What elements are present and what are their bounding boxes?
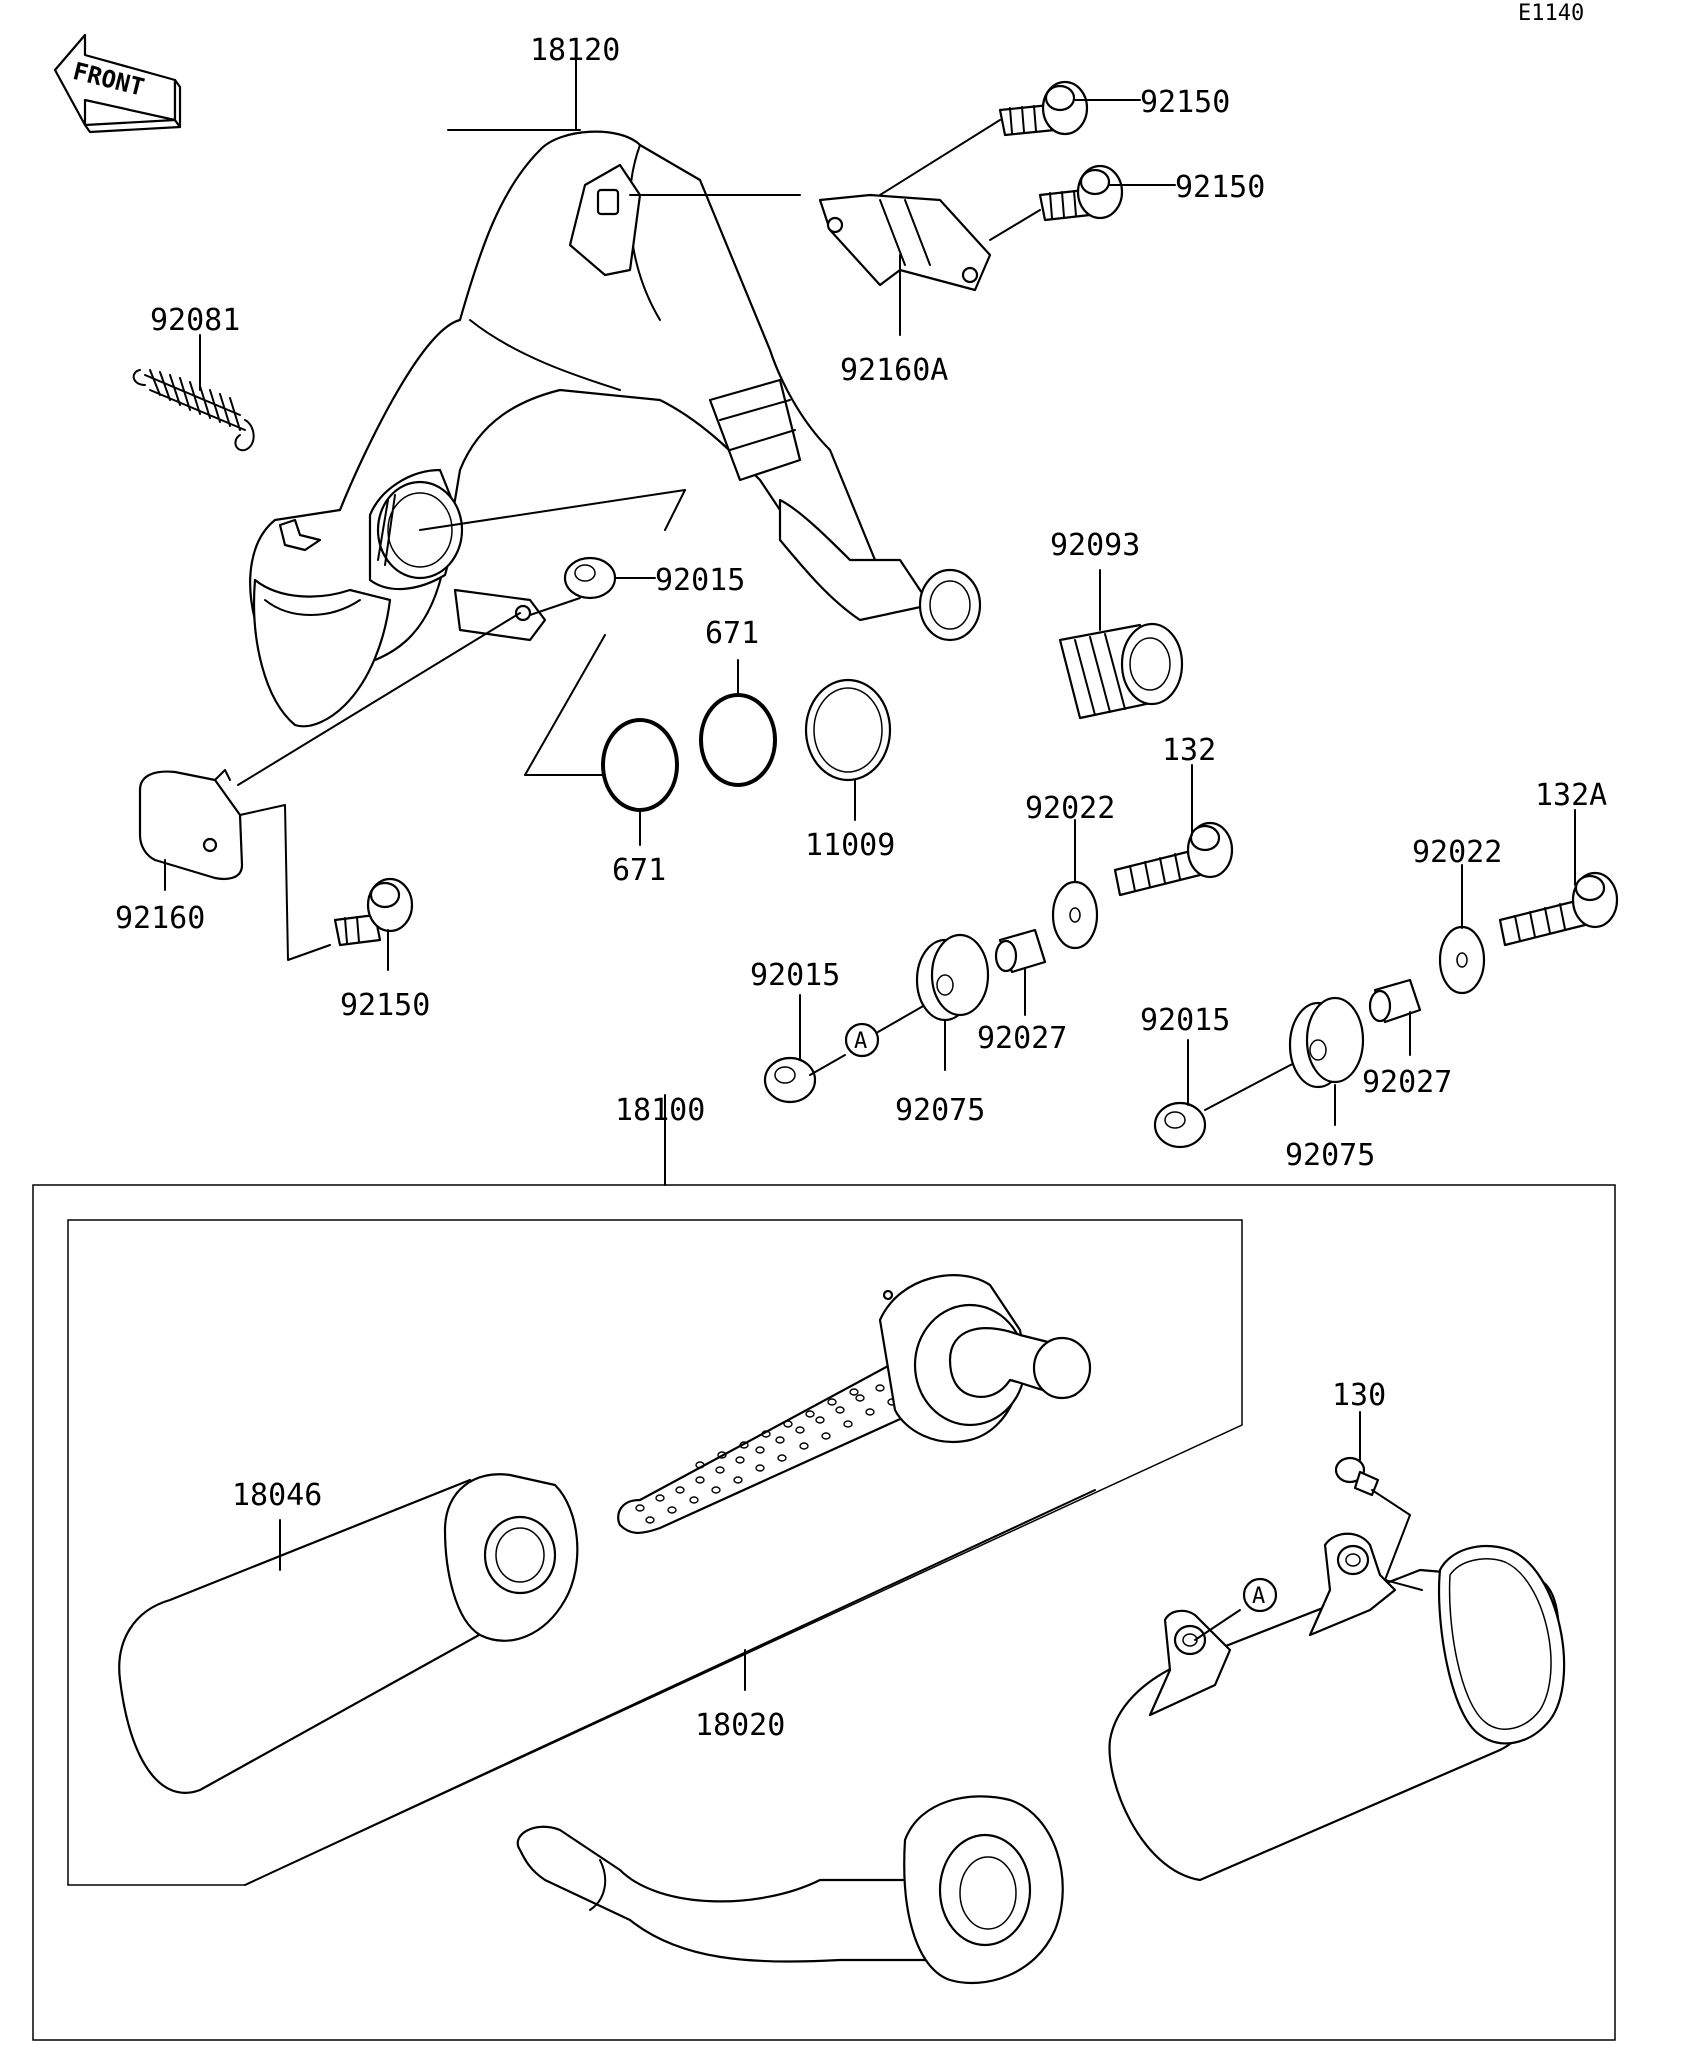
label-92027-right: 92027 — [1362, 1065, 1452, 1100]
label-92015-right: 92015 — [1140, 1003, 1230, 1038]
label-18120: 18120 — [530, 33, 620, 68]
bracket-92160a — [818, 193, 992, 292]
expansion-chamber — [249, 130, 982, 728]
outer-shell-18046 — [118, 1473, 579, 1794]
label-92075-left: 92075 — [895, 1093, 985, 1128]
collar-92027-right — [1368, 978, 1422, 1024]
o-ring-671-lower — [601, 718, 679, 812]
bolt-92150-upper — [998, 80, 1089, 137]
front-arrow-icon: FRONT — [53, 33, 182, 134]
label-92027-left: 92027 — [977, 1021, 1067, 1056]
muffler-assembly-frame — [32, 1184, 1616, 2041]
marker-a-lower-label: A — [1252, 1584, 1265, 1609]
label-92015-upper: 92015 — [655, 563, 745, 598]
collar-92027-left — [994, 928, 1047, 974]
label-671-lower: 671 — [612, 853, 666, 888]
diagram-code: E1140 — [1518, 1, 1584, 26]
tail-pipe-end-cap — [516, 1795, 1064, 1984]
bolt-92150-bottom — [333, 877, 414, 947]
label-92081: 92081 — [150, 303, 240, 338]
grommet-92075-right — [1288, 996, 1365, 1089]
spring-92081 — [132, 369, 255, 452]
label-671-upper: 671 — [705, 616, 759, 651]
bracket-92160 — [138, 769, 244, 881]
nut-92015-right — [1153, 1101, 1207, 1149]
label-18020: 18020 — [695, 1708, 785, 1743]
washer-92022-right — [1438, 925, 1486, 995]
label-18100: 18100 — [615, 1093, 705, 1128]
o-ring-671-upper — [699, 693, 777, 787]
gasket-11009 — [804, 678, 892, 782]
label-11009: 11009 — [805, 828, 895, 863]
perforated-core — [617, 1274, 1092, 1534]
grommet-92075-left — [915, 933, 990, 1022]
marker-a-upper-label: A — [854, 1029, 867, 1054]
muffler-body — [1108, 1532, 1566, 1882]
label-132a: 132A — [1535, 778, 1607, 813]
label-92160a: 92160A — [840, 353, 948, 388]
label-92015-mid: 92015 — [750, 958, 840, 993]
bolt-132 — [1113, 821, 1234, 897]
label-92150-bottom: 92150 — [340, 988, 430, 1023]
label-92022-left: 92022 — [1025, 791, 1115, 826]
label-92160: 92160 — [115, 901, 205, 936]
label-92075-right: 92075 — [1285, 1138, 1375, 1173]
bolt-130 — [1334, 1456, 1380, 1497]
label-130: 130 — [1332, 1378, 1386, 1413]
marker-a-upper — [844, 1022, 880, 1058]
label-92150-top2: 92150 — [1175, 170, 1265, 205]
grommet-92093 — [1058, 622, 1184, 720]
label-92022-right: 92022 — [1412, 835, 1502, 870]
label-18046: 18046 — [232, 1478, 322, 1513]
washer-92022-left — [1051, 880, 1099, 950]
label-132: 132 — [1162, 733, 1216, 768]
nut-92015-mid — [763, 1056, 817, 1104]
silencer-subassembly-frame — [67, 1219, 1243, 1886]
label-92093: 92093 — [1050, 528, 1140, 563]
label-92150-top1: 92150 — [1140, 85, 1230, 120]
bolt-92150-second — [1038, 164, 1124, 222]
marker-a-lower — [1242, 1577, 1278, 1613]
nut-92015-upper — [563, 556, 617, 600]
bolt-132a — [1498, 871, 1619, 947]
